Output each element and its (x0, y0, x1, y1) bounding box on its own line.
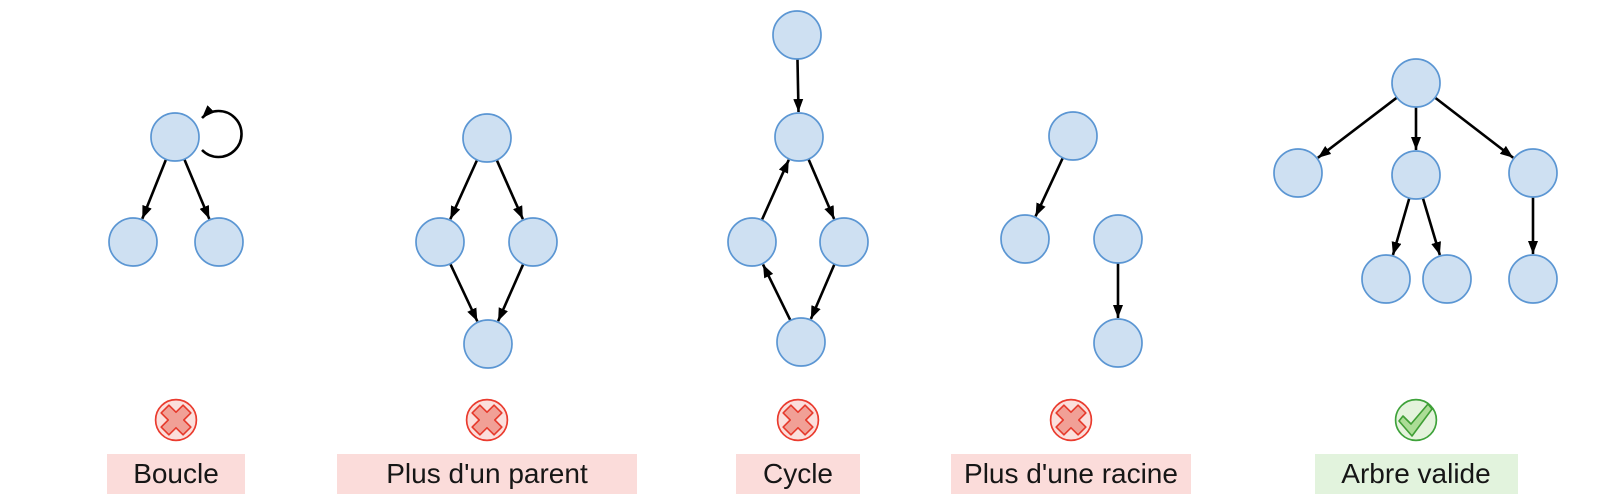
tree-node (1048, 111, 1098, 161)
graph-arbre-valide (1273, 58, 1558, 304)
tree-edge (449, 263, 479, 322)
tree-node (772, 10, 822, 60)
tree-node (1093, 214, 1143, 264)
tree-edge (809, 263, 836, 320)
cross-glyph (1055, 404, 1087, 436)
cross-glyph (471, 404, 503, 436)
tree-edge (1391, 197, 1411, 256)
tree-node (1093, 318, 1143, 368)
graph-plus-dun-parent (415, 113, 558, 369)
tree-edge (761, 263, 792, 322)
graph-plus-dune-racine (1000, 111, 1143, 368)
graph-cycle (727, 10, 869, 367)
tree-node (463, 319, 513, 369)
caption-arbre-valide: Arbre valide (1314, 454, 1518, 494)
self-loop-edge (201, 105, 243, 159)
tree-node (727, 217, 777, 267)
caption-cycle: Cycle (736, 454, 860, 494)
tree-edge (1434, 96, 1514, 159)
tree-edge (1034, 157, 1065, 217)
check-glyph (1398, 403, 1433, 437)
tree-edge (1317, 96, 1398, 159)
tree-edge (807, 158, 836, 220)
tree-node (1422, 254, 1472, 304)
tree-node (776, 317, 826, 367)
cross-glyph (782, 404, 814, 436)
tree-edge (760, 159, 790, 221)
tree-node (1273, 148, 1323, 198)
tree-node (774, 112, 824, 162)
tree-node (1000, 214, 1050, 264)
tree-edge (141, 158, 168, 220)
tree-edge (496, 263, 525, 322)
graph-boucle (108, 105, 244, 267)
tree-node (150, 112, 200, 162)
caption-boucle: Boucle (107, 454, 245, 494)
tree-node (415, 217, 465, 267)
tree-node (1508, 254, 1558, 304)
cross-glyph (160, 404, 192, 436)
check-icon (1394, 398, 1438, 442)
caption-plus-dune-racine: Plus d'une racine (951, 454, 1191, 494)
tree-node (1391, 58, 1441, 108)
cross-icon (776, 398, 820, 442)
cross-icon (154, 398, 198, 442)
tree-edge (183, 158, 211, 220)
tree-edge (449, 159, 479, 220)
cross-icon (465, 398, 509, 442)
tree-node (508, 217, 558, 267)
tree-node (462, 113, 512, 163)
tree-node (1361, 254, 1411, 304)
tree-node (1391, 150, 1441, 200)
caption-plus-dun-parent: Plus d'un parent (337, 454, 637, 494)
tree-node (108, 217, 158, 267)
tree-node (1508, 148, 1558, 198)
tree-edge (1421, 197, 1442, 256)
tree-node (194, 217, 244, 267)
cross-icon (1049, 398, 1093, 442)
tree-edge (495, 159, 525, 220)
tree-node (819, 217, 869, 267)
tree-edge (793, 58, 804, 113)
